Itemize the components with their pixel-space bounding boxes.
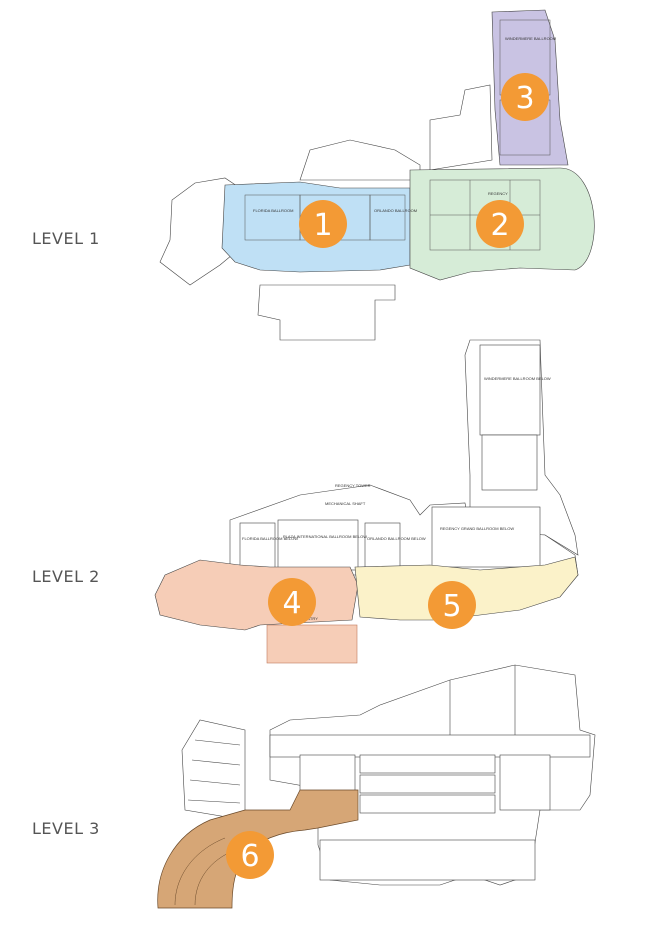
badge-3[interactable]: 3 [501, 73, 549, 121]
room-label: FLORIDA BALLROOM [253, 208, 293, 213]
room-label: MECHANICAL SHAFT [325, 501, 366, 506]
room-label: REGENCY GRAND BALLROOM BELOW [440, 526, 514, 531]
room-label: FLORIDA BALLROOM BELOW [242, 536, 298, 541]
level-1-label: LEVEL 1 [32, 229, 100, 248]
level-2-floor-plan: WINDERMERE BALLROOM BELOW FLORIDA BALLRO… [154, 339, 579, 664]
zone-4-area[interactable] [154, 559, 359, 631]
level-2-label: LEVEL 2 [32, 567, 100, 586]
room-label: ORLANDO BALLROOM BELOW [367, 536, 426, 541]
badge-5[interactable]: 5 [428, 581, 476, 629]
room-label: REGENCY [488, 191, 508, 196]
svg-text:6: 6 [240, 839, 259, 874]
room-label: REGENCY TOWER [335, 483, 371, 488]
svg-text:4: 4 [282, 586, 301, 621]
svg-text:5: 5 [442, 589, 461, 624]
room-label: ORLANDO BALLROOM [374, 208, 417, 213]
room-label: PLAZA INTERNATIONAL BALLROOM BELOW [283, 534, 367, 539]
badge-1[interactable]: 1 [299, 200, 347, 248]
badge-2[interactable]: 2 [476, 200, 524, 248]
svg-text:1: 1 [313, 208, 332, 243]
room-label: WINDERMERE BALLROOM [505, 36, 556, 41]
room-label: WINDERMERE BALLROOM BELOW [484, 376, 551, 381]
badge-4[interactable]: 4 [268, 578, 316, 626]
level-3-floor-plan: 6 [157, 664, 596, 909]
level-1-floor-plan: FLORIDA BALLROOM ORLANDO BALLROOM REGENC… [159, 9, 595, 341]
svg-text:3: 3 [515, 81, 534, 116]
level-3-label: LEVEL 3 [32, 819, 100, 838]
badge-6[interactable]: 6 [226, 831, 274, 879]
svg-text:2: 2 [490, 208, 509, 243]
